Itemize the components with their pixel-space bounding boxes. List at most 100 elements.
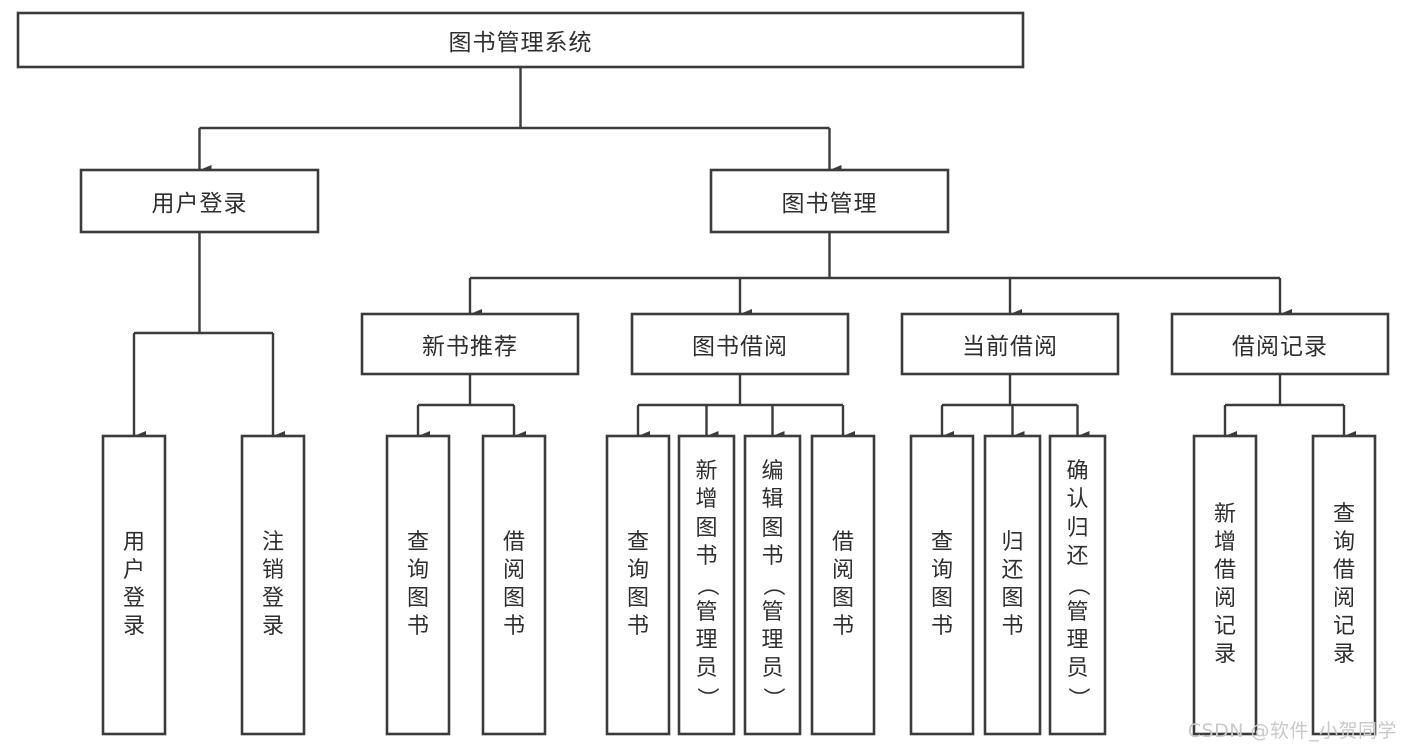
node-root-system[interactable] (16, 11, 1025, 69)
connector-layer (132, 67, 1356, 441)
leaf-label-char: 录 (122, 614, 145, 640)
box-layer (16, 11, 1390, 736)
node-label-leaf-query-book-borrow: 查询图书 (607, 436, 669, 734)
leaf-label-char: 新 (695, 459, 718, 485)
leaf-label-char: 员 (695, 656, 718, 682)
node-leaf-edit-book[interactable] (743, 434, 802, 736)
leaf-label-char: ） (760, 686, 786, 709)
node-leaf-confirm-return[interactable] (1048, 434, 1107, 736)
node-book-borrow[interactable] (630, 312, 850, 376)
leaf-label-char: 图 (626, 586, 649, 611)
node-label-leaf-confirm-return: 确认归还（管理员） (1050, 436, 1105, 734)
leaf-label-char: 阅 (831, 557, 854, 583)
leaf-label-char: 阅 (502, 557, 525, 583)
leaf-label-char: 增 (1213, 529, 1236, 555)
leaf-label-char: 图 (1001, 586, 1024, 611)
leaf-label-char: 理 (1066, 628, 1089, 654)
node-leaf-query-book-recommend[interactable] (385, 434, 451, 736)
leaf-label-char: 图 (406, 586, 429, 611)
leaf-label-char: 还 (1001, 557, 1024, 583)
leaf-label-char: 书 (502, 614, 525, 640)
leaf-label-char: 记 (1213, 614, 1236, 640)
node-book-manage[interactable] (709, 168, 950, 234)
leaf-label-char: 书 (761, 543, 784, 569)
leaf-label-char: 书 (831, 614, 854, 640)
leaf-label-char: 借 (1213, 557, 1236, 583)
leaf-label-char: 图 (930, 586, 953, 611)
leaf-label-char: （ (760, 573, 786, 597)
node-leaf-query-book-borrow[interactable] (605, 434, 671, 736)
leaf-label-char: 借 (831, 529, 854, 555)
leaf-label-char: 借 (502, 529, 525, 555)
leaf-label-char: ） (694, 686, 720, 709)
leaf-label-char: 阅 (1213, 586, 1236, 611)
node-label-new-book-recommend: 新书推荐 (422, 334, 518, 360)
leaf-label-char: 用 (122, 529, 145, 555)
leaf-label-char: 录 (261, 614, 284, 640)
leaf-label-char: 管 (695, 600, 718, 626)
node-leaf-query-book-current[interactable] (909, 434, 975, 736)
leaf-label-char: 注 (261, 529, 284, 555)
leaf-label-char: 管 (1066, 600, 1089, 626)
node-label-leaf-user-login: 用户登录 (103, 436, 165, 734)
node-new-book-recommend[interactable] (360, 312, 580, 376)
leaf-label-char: 书 (695, 543, 718, 569)
node-label-leaf-borrow-book: 借阅图书 (812, 436, 874, 734)
leaf-label-char: 图 (502, 586, 525, 611)
node-leaf-return-book[interactable] (983, 434, 1042, 736)
node-leaf-borrow-book[interactable] (810, 434, 876, 736)
leaf-label-char: （ (1065, 573, 1091, 597)
leaf-label-char: 图 (761, 515, 784, 541)
node-label-book-borrow: 图书借阅 (692, 334, 788, 360)
leaf-label-char: 登 (261, 586, 284, 611)
node-label-leaf-add-book: 新增图书 （ 管理员 ） (679, 436, 734, 734)
leaf-label-char: 管 (761, 600, 784, 626)
leaf-label-char: 图 (695, 515, 718, 541)
leaf-label-char: 认 (1066, 487, 1089, 513)
leaf-label-char: （ (694, 573, 720, 597)
leaf-label-char: ） (1065, 686, 1091, 709)
leaf-label-char: 查 (1332, 501, 1355, 527)
leaf-label-char: 理 (761, 628, 784, 654)
leaf-label-char: 询 (1332, 529, 1355, 555)
leaf-label-char: 询 (406, 557, 429, 583)
leaf-label-char: 书 (930, 614, 953, 640)
leaf-label-char: 书 (1001, 614, 1024, 640)
node-current-borrow[interactable] (900, 312, 1120, 376)
node-label-leaf-query-book-current: 查询图书 (911, 436, 973, 734)
leaf-label-char: 理 (695, 628, 718, 654)
leaf-label-char: 查 (626, 529, 649, 555)
node-borrow-record[interactable] (1170, 312, 1390, 376)
node-user-login[interactable] (79, 168, 320, 234)
node-leaf-user-login[interactable] (101, 434, 167, 736)
leaf-label-char: 询 (626, 557, 649, 583)
leaf-label-char: 确 (1066, 459, 1089, 485)
leaf-label-char: 户 (122, 557, 145, 583)
leaf-label-char: 询 (930, 557, 953, 583)
leaf-label-char: 增 (695, 487, 718, 513)
leaf-label-char: 查 (930, 529, 953, 555)
leaf-label-char: 录 (1213, 642, 1236, 668)
node-label-leaf-logout: 注销登录 (242, 436, 304, 734)
leaf-label-char: 查 (406, 529, 429, 555)
node-leaf-add-book[interactable] (677, 434, 736, 736)
node-leaf-query-borrow-record[interactable] (1311, 434, 1377, 736)
node-label-leaf-borrow-book-recommend: 借阅图书 (483, 436, 545, 734)
node-label-leaf-query-borrow-record: 查询借阅记录 (1313, 436, 1375, 734)
leaf-label-char: 记 (1332, 614, 1355, 640)
leaf-label-char: 还 (1066, 543, 1089, 569)
node-label-leaf-return-book: 归还图书 (985, 436, 1040, 734)
node-leaf-logout[interactable] (240, 434, 306, 736)
node-label-root: 图书管理系统 (448, 30, 593, 56)
leaf-label-char: 员 (1066, 656, 1089, 682)
leaf-label-char: 辑 (761, 487, 784, 513)
node-label-leaf-add-borrow-record: 新增借阅记录 (1194, 436, 1256, 734)
leaf-label-char: 归 (1001, 529, 1024, 555)
node-leaf-add-borrow-record[interactable] (1192, 434, 1258, 736)
node-leaf-borrow-book-recommend[interactable] (481, 434, 547, 736)
leaf-label-char: 员 (761, 656, 784, 682)
node-label-user-login: 用户登录 (151, 191, 248, 217)
node-label-current-borrow: 当前借阅 (962, 334, 1058, 360)
